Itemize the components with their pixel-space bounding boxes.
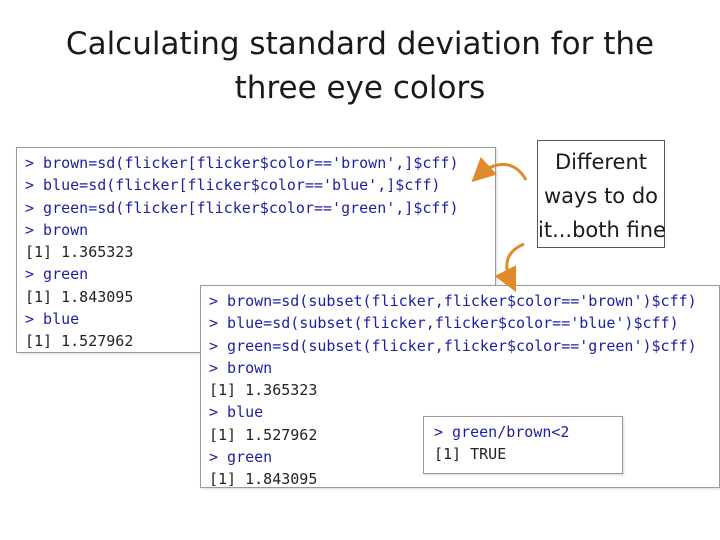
callout-note-line-3: it...both fine	[538, 218, 666, 242]
console-line: [1] 1.843095	[209, 470, 318, 488]
console-screenshot-subset: > brown=sd(subset(flicker,flicker$color=…	[200, 285, 720, 488]
callout-note-line-2: ways to do	[543, 184, 659, 208]
console-line: > brown	[25, 220, 89, 239]
console-line: > blue	[25, 310, 80, 329]
console-screenshot-comparison: > green/brown<2 [1] TRUE	[423, 416, 623, 474]
console-line: > blue=sd(subset(flicker,flicker$color==…	[209, 314, 679, 333]
console-line: > green/brown<2	[434, 423, 570, 441]
arrow-to-first-console	[471, 156, 528, 183]
console-line: [1] 1.365323	[25, 243, 134, 262]
arrow-to-second-console	[494, 242, 525, 293]
callout-note: Different ways to do it...both fine	[537, 140, 666, 248]
console-line: > brown=sd(subset(flicker,flicker$color=…	[209, 292, 697, 310]
slide-title: Calculating standard deviation for the t…	[0, 22, 720, 110]
console-line: [1] 1.527962	[209, 425, 318, 444]
console-line: > green	[25, 265, 89, 284]
console-line: > brown=sd(flicker[flicker$color=='brown…	[25, 154, 459, 172]
callout-note-line-1: Different	[554, 150, 648, 174]
console-line: [1] 1.843095	[25, 287, 134, 306]
console-line: > blue=sd(flicker[flicker$color=='blue',…	[25, 176, 441, 195]
console-line: > green=sd(flicker[flicker$color=='green…	[25, 198, 459, 217]
console-line: > green	[209, 448, 273, 467]
console-line: > green=sd(subset(flicker,flicker$color=…	[209, 336, 697, 355]
console-line: [1] TRUE	[434, 445, 507, 464]
console-line: > blue	[209, 403, 264, 422]
console-line: > brown	[209, 358, 273, 377]
slide-title-line-2: three eye colors	[234, 70, 486, 106]
slide-title-line-1: Calculating standard deviation for the	[65, 26, 655, 62]
console-line: [1] 1.365323	[209, 381, 318, 400]
console-line: [1] 1.527962	[25, 332, 134, 351]
